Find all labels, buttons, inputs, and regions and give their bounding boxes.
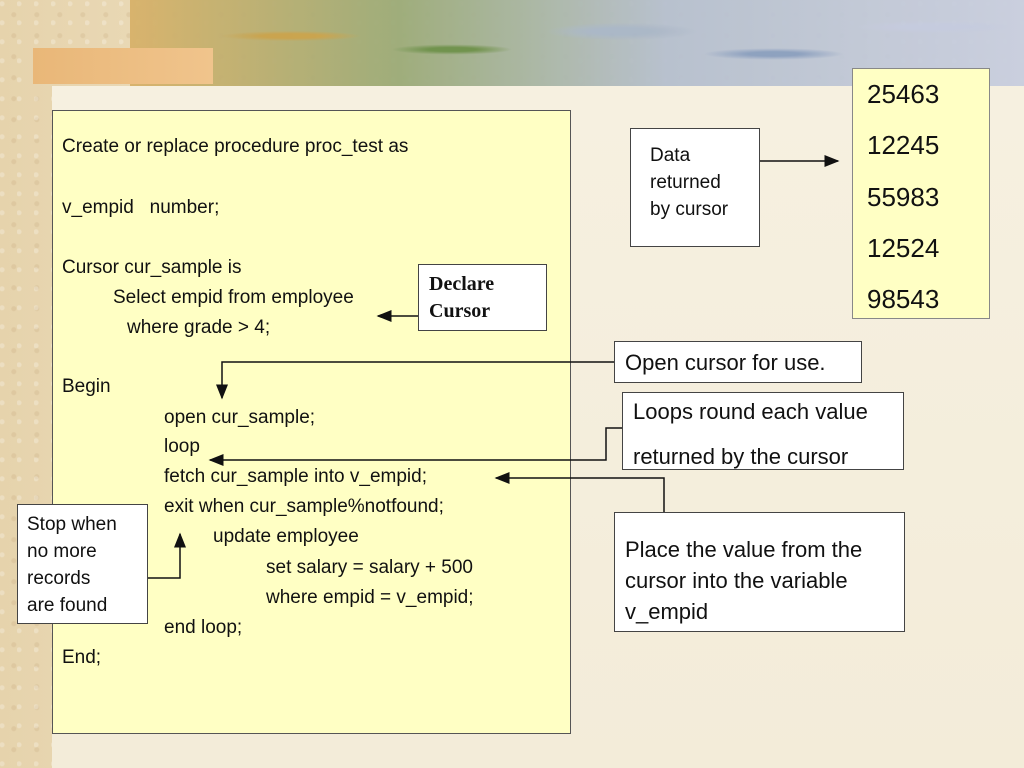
data-returned-line-3: by cursor [650,199,729,220]
loops-line-2: returned by the cursor [633,444,849,469]
code-line-10: exit when cur_sample%notfound; [164,496,444,517]
stop-when-line-4: are found [27,595,108,616]
stop-when-line-3: records [27,568,91,589]
declare-cursor-line-2: Cursor [429,300,491,322]
arrow-place-value [494,472,665,512]
declare-cursor-line-1: Declare [429,273,495,295]
code-line-3: Cursor cur_sample is [62,257,242,278]
code-panel [52,110,571,734]
place-value-line-1: Place the value from the [625,537,863,562]
data-returned-line-2: returned [650,172,721,193]
stop-when-line-2: no more [27,541,97,562]
place-value-line-3: v_empid [625,599,709,624]
code-line-11: update employee [213,526,359,547]
code-line-1: Create or replace procedure proc_test as [62,136,409,157]
code-line-2: v_empid number; [62,197,220,218]
declare-cursor-callout: Declare Cursor [418,264,547,331]
cursor-value-5: 98543 [867,284,940,314]
code-line-6: Begin [62,376,111,397]
stop-when-line-1: Stop when [27,514,117,535]
loops-line-1: Loops round each value [633,399,868,424]
cursor-value-2: 12245 [867,130,940,160]
loops-callout: Loops round each value returned by the c… [622,392,904,470]
arrow-stop-when [148,532,186,579]
open-cursor-text: Open cursor for use. [625,350,826,375]
cursor-value-1: 25463 [867,79,940,109]
code-line-13: where empid = v_empid; [266,587,474,608]
code-line-15: End; [62,647,102,668]
stop-when-callout: Stop when no more records are found [17,504,148,624]
code-line-14: end loop; [164,617,243,638]
code-line-5: where grade > 4; [127,317,271,338]
cursor-value-4: 12524 [867,233,940,263]
data-returned-line-1: Data [650,145,691,166]
code-line-7: open cur_sample; [164,407,316,428]
code-line-8: loop [164,436,200,457]
code-line-12: set salary = salary + 500 [266,557,473,578]
code-line-9: fetch cur_sample into v_empid; [164,466,427,487]
decorative-strip [33,48,213,84]
arrow-open-cursor [216,361,614,400]
code-line-4: Select empid from employee [113,287,354,308]
place-value-callout: Place the value from the cursor into the… [614,512,905,632]
arrow-loops [208,427,622,466]
open-cursor-callout: Open cursor for use. [614,341,862,383]
cursor-values-panel: 25463 12245 55983 12524 98543 [852,68,990,319]
place-value-line-2: cursor into the variable [625,568,848,593]
data-returned-callout: Data returned by cursor [630,128,760,247]
cursor-value-3: 55983 [867,182,940,212]
